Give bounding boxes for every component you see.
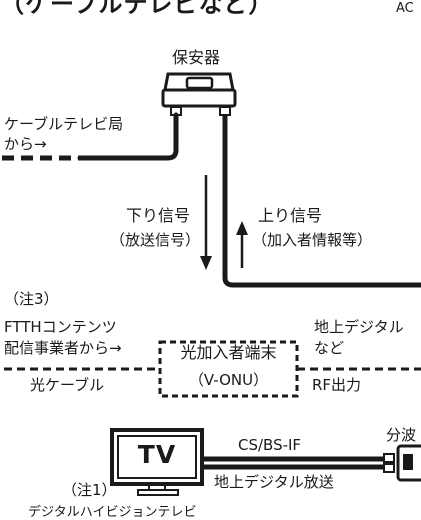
ftth-line1: FTTHコンテンツ [4, 318, 117, 336]
outgoing-coax-cable [222, 115, 421, 288]
incoming-coax-cable [77, 112, 179, 161]
cable-tv-from-line1: ケーブルテレビ局 [4, 115, 124, 133]
corner-cut-text: AC [396, 1, 414, 16]
protector-label: 保安器 [172, 48, 221, 67]
digital-hd-tv-label: デジタルハイビジョンテレビ [28, 505, 197, 520]
downlink-note: （放送信号） [110, 231, 201, 249]
protector-device [161, 72, 237, 116]
uplink-note: （加入者情報等） [252, 231, 373, 249]
note3-label: （注3） [4, 290, 59, 308]
uplink-arrow [236, 221, 248, 268]
onu-name: 光加入者端末 [180, 343, 277, 362]
page-heading: （ケーブルテレビなど） [0, 0, 274, 18]
ftth-line2: 配信事業者から→ [4, 339, 122, 357]
note1-label: （注1） [62, 481, 117, 499]
terrestrial-line2: など [314, 339, 345, 357]
downlink-arrow [200, 175, 212, 270]
tv-logo: TV [137, 440, 177, 469]
rf-output-label: RF出力 [312, 376, 362, 394]
cable-tv-from-line2: から→ [4, 135, 47, 153]
terrestrial-line1: 地上デジタル [314, 318, 404, 336]
uplink-signal-label: 上り信号 [258, 206, 323, 225]
terrestrial-broadcast-label: 地上デジタル放送 [214, 473, 334, 491]
downlink-signal-label: 下り信号 [126, 206, 191, 225]
onu-code: （V-ONU） [188, 371, 269, 389]
splitter-device [383, 444, 421, 482]
tv-set [110, 428, 204, 496]
splitter-cut-label: 分波 [386, 426, 417, 444]
cs-bs-if-label: CS/BS-IF [238, 436, 302, 454]
optical-cable-label: 光ケーブル [30, 376, 105, 394]
